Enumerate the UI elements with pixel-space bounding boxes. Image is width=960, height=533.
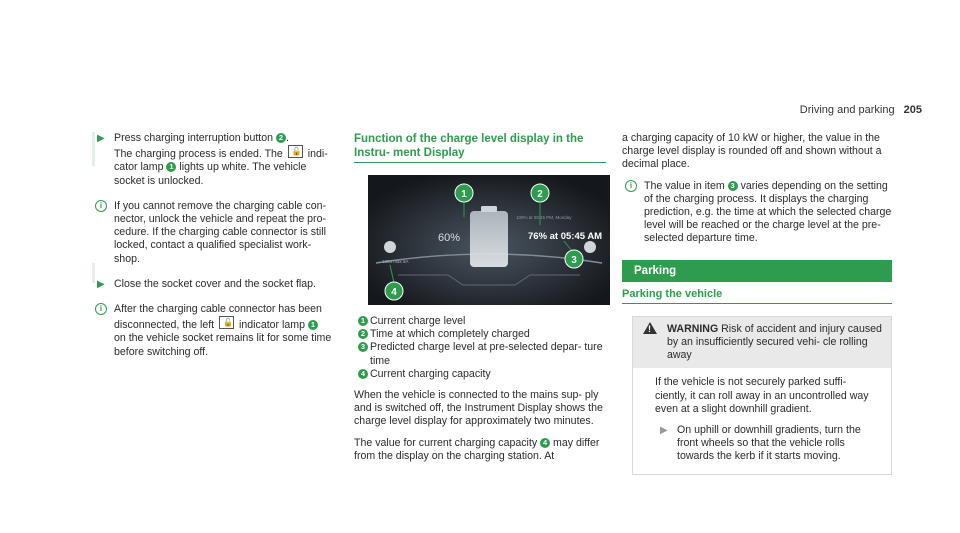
column-2: Function of the charge level display in …	[354, 132, 610, 471]
paragraph: When the vehicle is connected to the mai…	[354, 389, 603, 428]
step-text: lights up white. The vehicle	[179, 161, 307, 174]
callout-badge: 4	[358, 368, 368, 379]
step-bar	[92, 263, 95, 283]
callout-1: 1	[461, 189, 467, 200]
step-close-cover: ▶ Close the socket cover and the socket …	[92, 278, 332, 291]
legend-text: Current charge level	[370, 315, 466, 327]
step-text: cator lamp	[114, 161, 164, 174]
info-note: i After the charging cable connector has…	[92, 303, 332, 359]
step-text: Press charging interruption button	[114, 132, 273, 144]
charge-percent: 60%	[438, 232, 460, 244]
callout-3: 3	[571, 255, 577, 266]
paragraph: a charging capacity of 10 kW or higher, …	[622, 132, 882, 171]
warning-box: ! WARNING Risk of accident and injury ca…	[632, 315, 892, 475]
info-icon: i	[625, 179, 637, 192]
note-text: After the charging cable connector has b…	[114, 303, 322, 332]
warning-body: If the vehicle is not securely parked su…	[633, 368, 891, 473]
step-arrow-icon: ▶	[660, 425, 668, 437]
callout-badge: 1	[358, 316, 368, 326]
warning-step: ▶ On uphill or downhill gradients, turn …	[655, 424, 881, 464]
info-note: i If you cannot remove the charging cabl…	[92, 199, 332, 266]
step-bar	[92, 132, 95, 166]
section-banner: Parking	[622, 259, 892, 282]
warning-body-text: If the vehicle is not securely parked su…	[655, 376, 869, 415]
callout-badge: 3	[358, 342, 368, 353]
warning-label: WARNING	[667, 322, 719, 335]
range-readout: 1866 max 8A	[382, 259, 409, 264]
step-text: indi-	[307, 148, 328, 161]
instrument-display-image: 60% 76% at 05:45 AM 100% at 08:15 PM, Mo…	[368, 175, 610, 305]
note-text: If you cannot remove the charging cable …	[114, 199, 327, 265]
instrument-display-graphic: 60% 76% at 05:45 AM 100% at 08:15 PM, Mo…	[368, 175, 610, 305]
note-text: on the vehicle socket remains lit for so…	[114, 332, 332, 358]
warning-icon: !	[643, 321, 657, 334]
page-header: Driving and parking 205	[800, 104, 922, 117]
completion-time: 100% at 08:15 PM, Monday	[516, 215, 572, 220]
column-1: ▶ Press charging interruption button 2. …	[92, 132, 332, 371]
step-text: socket is unlocked.	[114, 174, 204, 187]
page-number: 205	[903, 104, 922, 116]
callout-4: 4	[391, 287, 397, 298]
charge-prediction: 76% at 05:45 AM	[528, 231, 602, 242]
callout-badge: 3	[727, 180, 738, 191]
legend-text: Current charging capacity	[370, 367, 491, 380]
step-arrow-icon: ▶	[97, 133, 105, 144]
step-text: .	[285, 132, 289, 144]
unlock-icon: 🔓	[219, 316, 235, 330]
warning-header: ! WARNING Risk of accident and injury ca…	[633, 316, 891, 369]
paragraph-text: may differ from the display on the charg…	[354, 436, 600, 462]
callout-badge: 1	[166, 162, 177, 173]
section-title: Driving and parking	[799, 104, 895, 116]
step-text: On uphill or downhill gradients, turn th…	[677, 424, 861, 463]
step-arrow-icon: ▶	[97, 278, 105, 290]
callout-badge: 2	[358, 329, 368, 340]
note-text: varies depending on the setting of the c…	[644, 179, 892, 245]
note-text: indicator lamp	[239, 319, 305, 332]
step-text: The charging process is ended. The	[114, 148, 283, 161]
info-note: i The value in item 3 varies depending o…	[622, 179, 892, 246]
callout-badge: 1	[307, 320, 318, 331]
callout-badge: 2	[275, 133, 286, 143]
battery-icon	[470, 211, 508, 267]
info-icon: i	[95, 199, 107, 212]
note-text: The value in item	[644, 179, 725, 192]
legend-text: Predicted charge level at pre-selected d…	[370, 341, 603, 367]
warning-text: Risk of accident and injury caused by an…	[667, 322, 882, 362]
callout-badge: 4	[540, 437, 551, 448]
connector-icon	[584, 241, 596, 253]
info-icon: i	[95, 303, 107, 316]
step-text: Close the socket cover and the socket fl…	[114, 277, 316, 290]
plug-icon	[384, 241, 396, 253]
step-press-button: ▶ Press charging interruption button 2. …	[92, 132, 332, 188]
section-heading: Function of the charge level display in …	[354, 132, 606, 163]
column-3: a charging capacity of 10 kW or higher, …	[622, 103, 892, 475]
subsection-heading: Parking the vehicle	[622, 288, 892, 304]
legend-text: Time at which completely charged	[370, 328, 530, 341]
paragraph: The value for current charging capacity …	[354, 437, 606, 463]
callout-2: 2	[537, 189, 543, 200]
unlock-icon: 🔓	[287, 145, 303, 159]
paragraph-text: The value for current charging capacity	[354, 436, 538, 449]
